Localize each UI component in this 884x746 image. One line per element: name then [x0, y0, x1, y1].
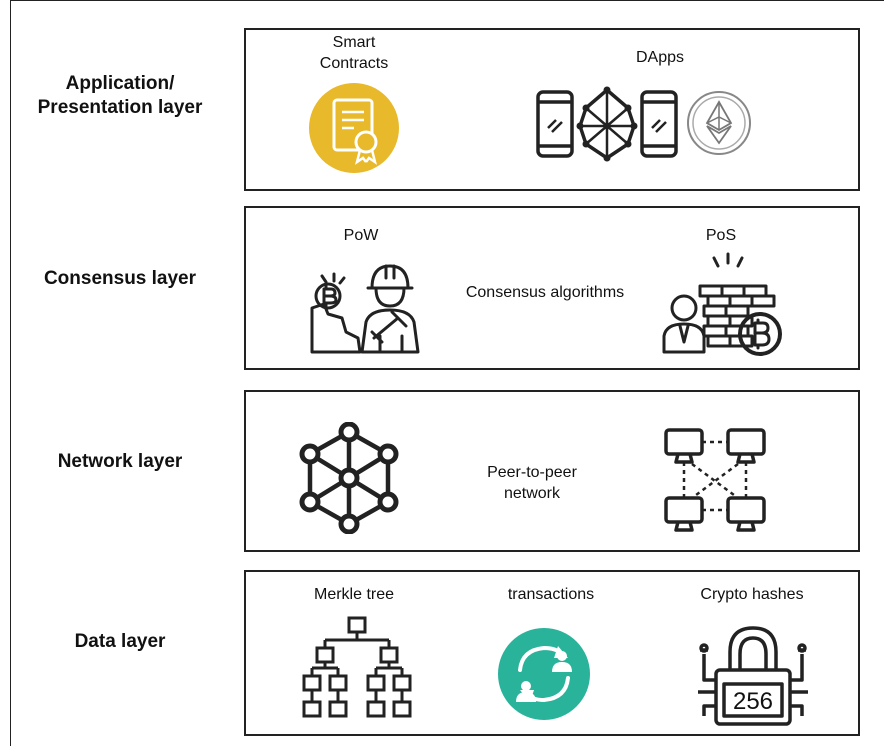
network-layer-label: Network layer [57, 451, 183, 472]
pos-caption: PoS [705, 227, 737, 244]
merkle-tree-caption: Merkle tree [313, 586, 395, 603]
peer-to-peer-caption: Peer-to-peer network [487, 464, 577, 502]
proof-of-stake-coins-icon [660, 248, 786, 360]
frame-left-border [10, 0, 11, 746]
application-layer-label: Application/ Presentation layer [37, 73, 203, 118]
proof-of-work-miner-icon [302, 248, 424, 358]
peer-computers-icon [662, 426, 768, 536]
pow-caption: PoW [343, 227, 379, 244]
consensus-layer-box: PoW Consensus algorithms PoS [244, 206, 860, 370]
smart-contract-icon [308, 82, 400, 174]
dapps-caption: DApps [635, 49, 685, 66]
consensus-layer-label: Consensus layer [43, 268, 197, 289]
ethereum-icon [686, 90, 752, 156]
crypto-hash-lock-icon [694, 618, 812, 728]
consensus-algorithms-caption: Consensus algorithms [465, 284, 625, 301]
application-layer-box: Smart Contracts DApps [244, 28, 860, 191]
transactions-icon [496, 626, 592, 722]
data-layer-box: Merkle tree transactions [244, 570, 860, 736]
network-layer-box: Peer-to-peer network [244, 390, 860, 552]
merkle-tree-icon [302, 616, 412, 722]
dapps-phones-icon [534, 86, 680, 162]
data-layer-label: Data layer [74, 631, 166, 652]
crypto-hashes-caption: Crypto hashes [700, 586, 804, 603]
network-hexagon-icon [296, 422, 402, 534]
transactions-caption: transactions [507, 586, 595, 603]
hash-256-label: 256 [732, 688, 774, 715]
smart-contracts-caption: Smart Contracts [319, 34, 389, 72]
frame-top-border [10, 0, 884, 1]
